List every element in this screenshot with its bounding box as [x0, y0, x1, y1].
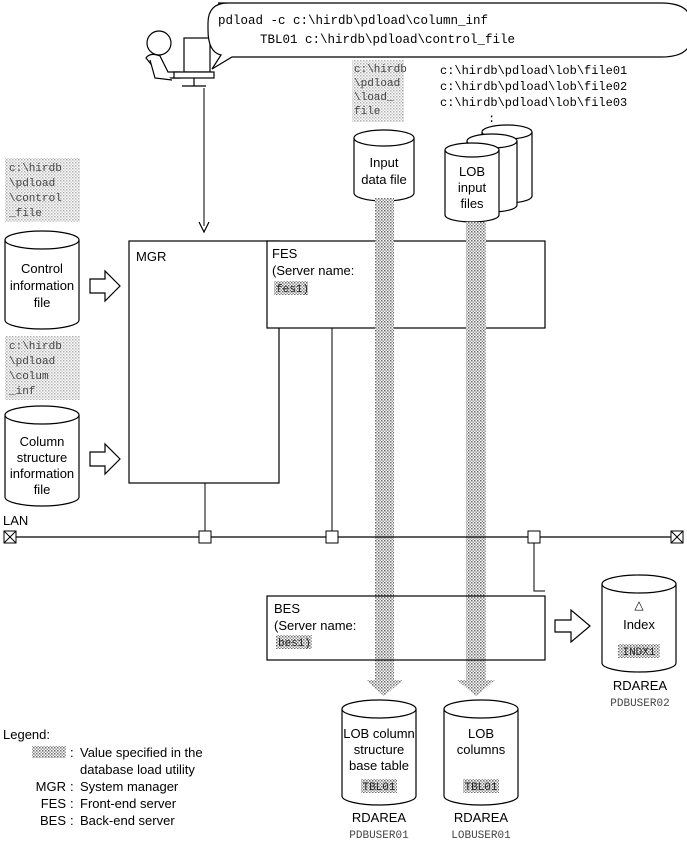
legend: Legend: : Value specified in the databas…	[3, 727, 203, 828]
fes-box: FES (Server name: fes1)	[266, 240, 546, 531]
control-info-file-cylinder: Control information file	[4, 230, 80, 330]
legend-sep-2: :	[70, 779, 74, 794]
control-file-label-2: information	[10, 278, 74, 293]
input-data-path-4: file	[354, 106, 380, 118]
index-cylinder: △ Index INDX1	[601, 574, 677, 673]
lob-input-label-3: files	[460, 196, 484, 211]
bes-server-name-label: (Server name:	[274, 618, 356, 633]
lob-input-label-2: input	[458, 180, 487, 195]
lob-columns-label-1: LOB	[468, 726, 494, 741]
arrow-user-to-mgr	[198, 88, 210, 234]
command-line-2: TBL01 c:\hirdb\pdload\control_file	[260, 33, 515, 47]
lob-columns-rdarea-label: RDAREA	[454, 810, 509, 825]
control-path-2: \pdload	[9, 178, 55, 190]
index-label: Index	[623, 617, 655, 632]
flow-arrow-input-to-base-table	[366, 198, 403, 696]
legend-text-3: Front-end server	[80, 796, 177, 811]
column-path-3: \colum	[9, 371, 49, 383]
input-data-path-2: \pdload	[354, 78, 400, 90]
control-file-path: c:\hirdb \pdload \control _file	[5, 158, 80, 222]
lob-columns-label-2: columns	[457, 742, 506, 757]
lan-node-bes	[527, 530, 541, 544]
legend-text-2: System manager	[80, 779, 179, 794]
bes-server-name-value: bes1)	[278, 638, 311, 650]
legend-text-0: Value specified in the	[80, 745, 203, 760]
lan-label: LAN	[3, 513, 28, 528]
lob-columns-cylinder: LOB columns TBL01	[443, 699, 519, 806]
column-path-4: _inf	[8, 386, 35, 398]
column-file-label-4: file	[34, 482, 51, 497]
base-table-label-2: structure	[354, 742, 405, 757]
mgr-box: MGR	[128, 240, 280, 531]
legend-sep-0: :	[70, 745, 74, 760]
lob-file-path-2: c:\hirdb\pdload\lob\file02	[440, 80, 627, 94]
command-callout: pdload -c c:\hirdb\pdload\column_inf TBL…	[207, 2, 687, 70]
column-file-path: c:\hirdb \pdload \colum _inf	[5, 336, 80, 400]
flow-arrow-lob-to-lob-columns	[457, 222, 495, 696]
control-file-label-3: file	[34, 295, 51, 310]
base-table-value: TBL01	[362, 782, 395, 794]
lan-network: LAN	[3, 513, 684, 592]
arrow-control-to-mgr	[89, 269, 121, 303]
lob-file-path-1: c:\hirdb\pdload\lob\file01	[440, 64, 627, 78]
fes-server-name-value: fes1)	[276, 284, 309, 296]
fes-title: FES	[272, 246, 298, 261]
input-data-path-3: \load_	[354, 92, 394, 104]
column-path-1: c:\hirdb	[9, 341, 62, 353]
column-structure-file-cylinder: Column structure information file	[4, 405, 80, 507]
lob-input-files-cylinders: LOB input files	[444, 124, 533, 223]
column-file-label-1: Column	[20, 434, 65, 449]
legend-sep-3: :	[70, 796, 74, 811]
control-path-1: c:\hirdb	[9, 163, 62, 175]
legend-text-4: Back-end server	[80, 813, 175, 828]
bes-box: BES (Server name: bes1)	[266, 595, 546, 661]
mgr-label: MGR	[136, 249, 166, 264]
legend-text-1: database load utility	[80, 762, 195, 777]
input-data-label-2: data file	[361, 172, 407, 187]
base-table-rdarea-label: RDAREA	[352, 810, 407, 825]
user-icon	[145, 30, 215, 87]
column-file-label-2: structure	[17, 450, 68, 465]
control-file-label-1: Control	[21, 261, 63, 276]
legend-sep-4: :	[70, 813, 74, 828]
input-data-path-1: c:\hirdb	[354, 64, 407, 76]
base-table-label-3: base table	[349, 758, 409, 773]
lob-file-paths: c:\hirdb\pdload\lob\file01 c:\hirdb\pdlo…	[440, 64, 627, 126]
input-data-file-cylinder: Input data file	[353, 129, 415, 202]
lob-file-path-ellipsis: :	[488, 112, 495, 126]
base-table-rdarea-name: PDBUSER01	[349, 830, 409, 842]
lob-file-path-3: c:\hirdb\pdload\lob\file03	[440, 96, 627, 110]
index-rdarea-label: RDAREA	[613, 678, 668, 693]
index-value: INDX1	[622, 647, 655, 659]
control-path-3: \control	[9, 193, 62, 205]
legend-key-4: BES	[40, 813, 66, 828]
column-file-label-3: information	[10, 466, 74, 481]
base-table-label-1: LOB column	[343, 726, 415, 741]
lan-node-fes	[325, 530, 339, 544]
input-data-path: c:\hirdb \pdload \load_ file	[352, 60, 407, 122]
bes-title: BES	[274, 601, 300, 616]
lob-columns-rdarea-name: LOBUSER01	[451, 830, 511, 842]
column-path-2: \pdload	[9, 356, 55, 368]
lan-terminator-right-icon	[670, 530, 684, 544]
lan-terminator-left-icon	[3, 530, 17, 544]
arrow-bes-to-index	[554, 608, 591, 644]
lob-input-label-1: LOB	[459, 164, 485, 179]
control-path-4: _file	[8, 208, 42, 220]
arrow-column-to-mgr	[89, 442, 121, 476]
base-table-cylinder: LOB column structure base table TBL01	[341, 699, 417, 806]
lob-columns-value: TBL01	[464, 782, 497, 794]
index-rdarea-name: PDBUSER02	[610, 698, 669, 710]
input-data-label-1: Input	[370, 155, 399, 170]
legend-key-2: MGR	[36, 779, 66, 794]
command-line-1: pdload -c c:\hirdb\pdload\column_inf	[218, 14, 488, 28]
index-symbol: △	[634, 598, 644, 612]
legend-title: Legend:	[3, 727, 50, 742]
fes-server-name-label: (Server name:	[272, 263, 354, 278]
legend-key-3: FES	[41, 796, 67, 811]
lan-node-mgr	[198, 530, 212, 544]
legend-dotted-swatch	[32, 746, 66, 758]
